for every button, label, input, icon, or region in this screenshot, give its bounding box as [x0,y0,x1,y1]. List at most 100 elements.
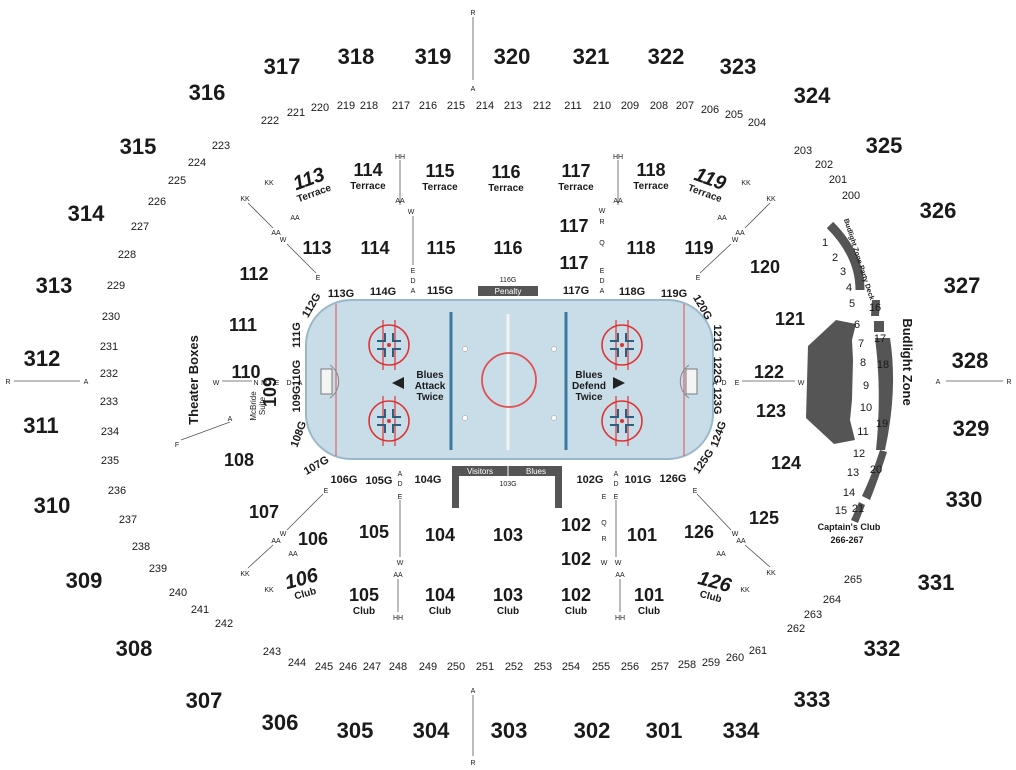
gate-111g[interactable]: 111G [291,322,303,348]
section-201[interactable]: 201 [829,174,847,186]
gate-122g[interactable]: 122G [711,357,723,384]
section-234[interactable]: 234 [101,426,119,438]
section-224[interactable]: 224 [188,157,206,169]
section-319[interactable]: 319 [415,44,452,69]
section-242[interactable]: 242 [215,618,233,630]
section-249[interactable]: 249 [419,661,437,673]
box-9[interactable]: 9 [863,380,869,392]
section-102[interactable]: 102 [561,549,591,569]
section-259[interactable]: 259 [702,657,720,669]
section-330[interactable]: 330 [946,487,983,512]
section-303[interactable]: 303 [491,718,528,743]
section-202[interactable]: 202 [815,159,833,171]
section-210[interactable]: 210 [593,100,611,112]
section-211[interactable]: 211 [564,100,582,112]
section-312[interactable]: 312 [24,346,61,371]
section-233[interactable]: 233 [100,396,118,408]
gate-102g[interactable]: 102G [577,474,604,486]
section-102[interactable]: 102 [561,515,591,535]
box-7[interactable]: 7 [858,338,864,350]
section-103-club[interactable]: 103 [493,585,523,605]
section-238[interactable]: 238 [132,541,150,553]
section-305[interactable]: 305 [337,718,374,743]
section-248[interactable]: 248 [389,661,407,673]
section-333[interactable]: 333 [794,687,831,712]
box-3[interactable]: 3 [840,266,846,278]
gate-114g[interactable]: 114G [370,286,396,298]
section-239[interactable]: 239 [149,563,167,575]
section-258[interactable]: 258 [678,659,696,671]
section-240[interactable]: 240 [169,587,187,599]
section-204[interactable]: 204 [748,117,766,129]
box-21[interactable]: 21 [852,503,864,515]
section-203[interactable]: 203 [794,145,812,157]
gate-123g[interactable]: 123G [711,388,723,415]
box-15[interactable]: 15 [835,505,847,517]
gate-121g[interactable]: 121G [711,325,723,352]
gate-105g[interactable]: 105G [366,475,393,487]
section-262[interactable]: 262 [787,623,805,635]
section-126[interactable]: 126 [684,522,714,542]
box-20[interactable]: 20 [870,464,882,476]
box-19[interactable]: 19 [876,418,888,430]
box-2[interactable]: 2 [832,252,838,264]
section-229[interactable]: 229 [107,280,125,292]
section-105[interactable]: 105 [359,522,389,542]
section-119[interactable]: 119 [684,238,713,258]
section-113[interactable]: 113 [302,238,331,258]
section-304[interactable]: 304 [413,718,450,743]
section-105-club[interactable]: 105 [349,585,379,605]
theater-boxes-area[interactable]: Theater Boxes 109 McBride Suite [186,335,280,425]
section-104-club[interactable]: 104 [425,585,455,605]
section-207[interactable]: 207 [676,100,694,112]
section-222[interactable]: 222 [261,115,279,127]
section-117[interactable]: 117 [559,253,588,273]
gate-109g[interactable]: 109G [291,386,303,413]
section-328[interactable]: 328 [952,348,989,373]
section-123[interactable]: 123 [756,401,786,421]
section-250[interactable]: 250 [447,661,465,673]
section-314[interactable]: 314 [68,201,105,226]
section-217[interactable]: 217 [392,100,410,112]
section-209[interactable]: 209 [621,100,639,112]
section-219[interactable]: 219 [337,100,355,112]
section-322[interactable]: 322 [648,44,685,69]
section-101-club[interactable]: 101 [634,585,664,605]
section-306[interactable]: 306 [262,710,299,735]
section-265[interactable]: 265 [844,574,862,586]
gate-117g[interactable]: 117G [563,285,589,297]
section-231[interactable]: 231 [100,341,118,353]
section-232[interactable]: 232 [100,368,118,380]
section-206[interactable]: 206 [701,104,719,116]
section-205[interactable]: 205 [725,109,743,121]
section-216[interactable]: 216 [419,100,437,112]
section-106[interactable]: 106 [298,529,328,549]
section-308[interactable]: 308 [116,636,153,661]
section-111[interactable]: 111 [229,315,257,335]
gate-119g[interactable]: 119G [661,288,687,300]
gate-101g[interactable]: 101G [625,474,652,486]
section-253[interactable]: 253 [534,661,552,673]
section-310[interactable]: 310 [34,493,71,518]
section-218[interactable]: 218 [360,100,378,112]
gate-107g[interactable]: 107G [302,454,331,478]
gate-108g[interactable]: 108G [289,420,309,449]
section-112[interactable]: 112 [239,264,268,284]
box-12[interactable]: 12 [853,448,865,460]
box-13[interactable]: 13 [847,467,859,479]
section-101[interactable]: 101 [627,525,657,545]
box-11[interactable]: 11 [857,426,868,438]
section-323[interactable]: 323 [720,54,757,79]
section-227[interactable]: 227 [131,221,149,233]
section-251[interactable]: 251 [476,661,494,673]
section-115[interactable]: 115 [426,238,455,258]
box-1[interactable]: 1 [822,237,828,249]
section-329[interactable]: 329 [953,416,990,441]
section-247[interactable]: 247 [363,661,381,673]
section-214[interactable]: 214 [476,100,494,112]
budlight-zone[interactable]: Budlight Zone Party Deck Budlight Zone C… [806,218,915,545]
section-213[interactable]: 213 [504,100,522,112]
gate-104g[interactable]: 104G [415,474,442,486]
